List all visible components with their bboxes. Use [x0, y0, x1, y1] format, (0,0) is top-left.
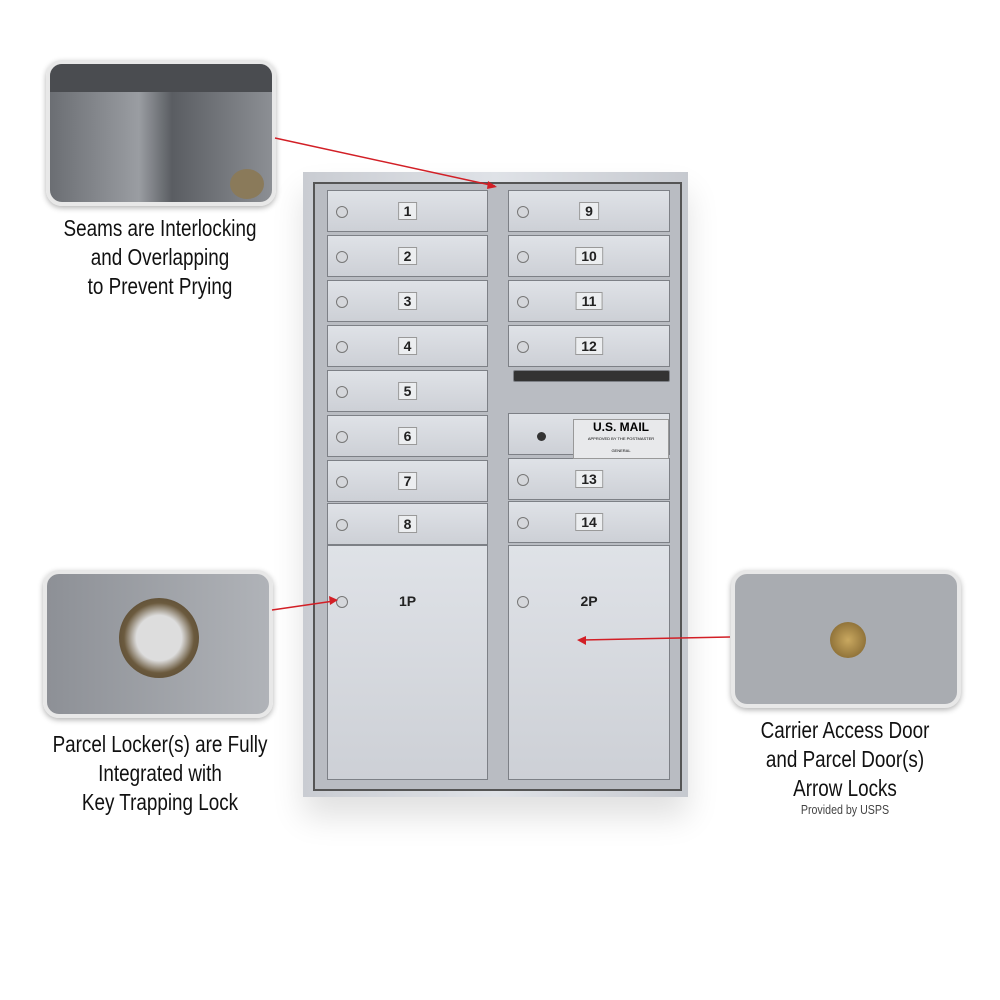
lock-icon: [336, 386, 348, 398]
mailbox-door-14[interactable]: 14: [508, 501, 670, 543]
mailbox-door-11[interactable]: 11: [508, 280, 670, 322]
plate-subtitle: APPROVED BY THE POSTMASTER GENERAL: [587, 436, 655, 453]
outgoing-mail-slot: [513, 370, 670, 382]
callout-line-parcel: [271, 600, 335, 611]
door-number: 3: [397, 292, 418, 310]
lock-icon: [517, 341, 529, 353]
door-number: 2P: [580, 593, 598, 609]
mailbox-door-1[interactable]: 1: [327, 190, 488, 232]
door-number: 12: [575, 337, 603, 355]
arrow-lock-icon: [830, 622, 866, 658]
lock-icon: [336, 251, 348, 263]
parcel-locker-door-1P[interactable]: 1P: [327, 545, 488, 780]
mailbox-door-10[interactable]: 10: [508, 235, 670, 277]
door-number: 2: [397, 247, 418, 265]
door-number: 5: [397, 382, 418, 400]
caption-line: Carrier Access Door: [760, 717, 930, 743]
lock-icon: [336, 296, 348, 308]
lock-icon: [517, 596, 529, 608]
caption-line: Key Trapping Lock: [81, 789, 239, 815]
door-number: 1: [397, 202, 418, 220]
door-number: 4: [397, 337, 418, 355]
lock-icon: [336, 431, 348, 443]
lock-icon: [336, 596, 348, 608]
door-number: 11: [575, 292, 603, 310]
door-number: 10: [575, 247, 603, 265]
caption-line: Seams are Interlocking: [63, 215, 257, 241]
lock-icon: [517, 206, 529, 218]
lock-icon: [336, 519, 348, 531]
door-number: 6: [397, 427, 418, 445]
carrier-lock-icon: [537, 432, 546, 441]
seams-detail-photo: [46, 60, 276, 206]
door-number: 9: [579, 202, 599, 220]
lock-icon: [517, 474, 529, 486]
mailbox-door-2[interactable]: 2: [327, 235, 488, 277]
arrow-lock-detail-photo: [731, 570, 961, 708]
callout-line-carrier: [581, 636, 731, 641]
us-mail-plate: U.S. MAIL APPROVED BY THE POSTMASTER GENE…: [573, 419, 669, 459]
caption-parcel: Parcel Locker(s) are Fully Integrated wi…: [33, 730, 287, 817]
lock-icon: [336, 341, 348, 353]
lock-icon: [517, 296, 529, 308]
caption-line: Parcel Locker(s) are Fully: [52, 731, 268, 757]
parcel-lock-detail-photo: [43, 570, 273, 718]
caption-note: Provided by USPS: [800, 802, 890, 817]
plate-title: U.S. MAIL: [593, 420, 649, 434]
lock-icon: [517, 517, 529, 529]
caption-seams: Seams are Interlocking and Overlapping t…: [45, 214, 275, 301]
caption-line: Arrow Locks: [793, 775, 897, 801]
caption-line: Integrated with: [98, 760, 222, 786]
carrier-access-door: U.S. MAIL APPROVED BY THE POSTMASTER GENE…: [508, 413, 670, 459]
door-number: 7: [397, 472, 418, 490]
lock-icon: [336, 476, 348, 488]
lock-icon: [517, 251, 529, 263]
caption-carrier: Carrier Access Door and Parcel Door(s) A…: [722, 716, 968, 817]
door-number: 1P: [398, 593, 417, 609]
mailbox-door-5[interactable]: 5: [327, 370, 488, 412]
mailbox-door-3[interactable]: 3: [327, 280, 488, 322]
mailbox-door-9[interactable]: 9: [508, 190, 670, 232]
lock-icon: [336, 206, 348, 218]
mailbox-door-8[interactable]: 8: [327, 503, 488, 545]
mailbox-door-12[interactable]: 12: [508, 325, 670, 367]
mailbox-door-13[interactable]: 13: [508, 458, 670, 500]
parcel-locker-door-2P[interactable]: 2P: [508, 545, 670, 780]
door-number: 13: [575, 470, 603, 488]
door-number: 14: [575, 513, 603, 531]
caption-line: to Prevent Prying: [87, 273, 233, 299]
callout-line-seams: [274, 137, 496, 187]
door-number: 8: [397, 515, 418, 533]
caption-line: and Overlapping: [90, 244, 230, 270]
mailbox-door-4[interactable]: 4: [327, 325, 488, 367]
mailbox-door-6[interactable]: 6: [327, 415, 488, 457]
mailbox-door-7[interactable]: 7: [327, 460, 488, 502]
key-lock-icon: [119, 598, 199, 678]
caption-line: and Parcel Door(s): [765, 746, 925, 772]
